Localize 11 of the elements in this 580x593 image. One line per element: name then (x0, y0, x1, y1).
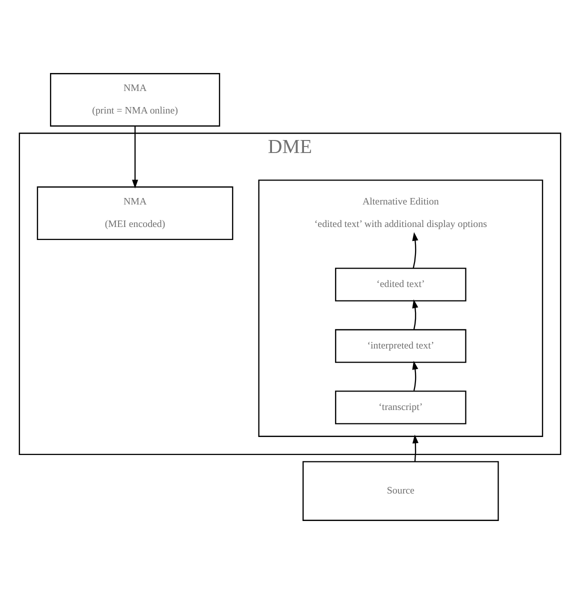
node-box: Source (302, 460, 499, 520)
node-box: NMA (MEI encoded) (36, 186, 234, 240)
arrow (412, 360, 418, 390)
arrow (412, 232, 418, 268)
arrow (132, 126, 138, 188)
node-box: ‘edited text’ (335, 267, 466, 301)
node-box: ‘interpreted text’ (335, 328, 466, 362)
arrow (412, 298, 418, 329)
arrow (412, 434, 418, 462)
node-box: ‘transcript’ (335, 390, 466, 424)
node-box: NMA (print = NMA online) (50, 72, 220, 126)
